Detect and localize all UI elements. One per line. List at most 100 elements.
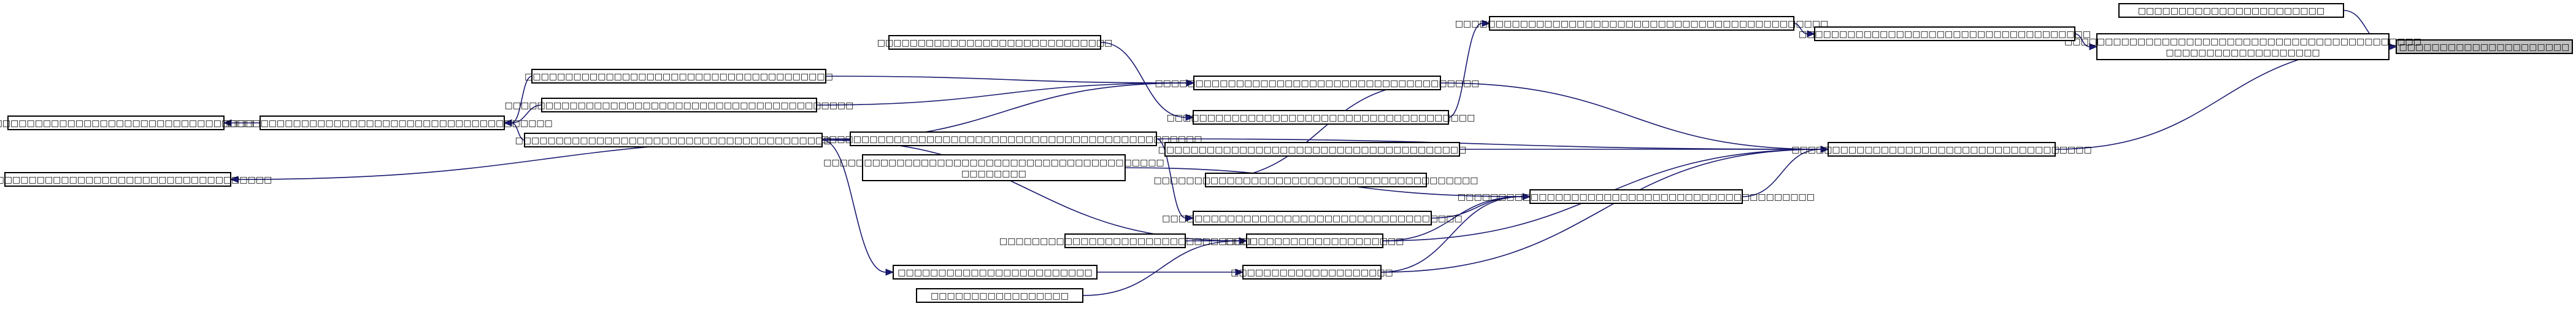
edge-arrowhead [229,176,239,183]
node-label: □□□□□□□□□□□□□□□□□□□□□□□□□□□□□□□□□□□□□□□□… [505,101,854,111]
graph-node[interactable]: □□□□□□□□□□□□□□□□□□□□□ [2396,39,2573,54]
edge-line [1742,149,1821,197]
node-box [916,288,1083,303]
node-label: □□□□□□□□□□□□□□□□□□□□ [1231,268,1393,278]
edge-arrowhead [1186,79,1195,87]
edge-arrowhead [1820,146,1829,153]
graph-node[interactable]: □□□□□□□□□□□□□□□□□□□□□□□□□□□□□□□□□□□□□□□□ [1153,173,1478,187]
edge-line [2055,46,2390,150]
graph-node[interactable]: □□□□□□□□□□□□□□□□□□□□□□□□□□□□□□□□□□□□□ [1791,142,2092,157]
edge-line [1382,196,1523,241]
graph-node[interactable]: □□□□□□□□□□□□□□□□□□□□□□□□□□□□□ [877,35,1113,50]
node-label: □□□□□□□□□□□□□□□□□□□□□□□□□□□□□□□□□□□□□ [1162,214,1462,224]
graph-node[interactable]: □□□□□□□□□□□□□□□□□□□□□□□□□□□□□□□□□□□□□□□ [515,133,832,147]
node-label: □□□□□□□□□□□□□□□□□□□□□□□□□□□□□□□□□□□□□□ [1167,113,1475,123]
node-label: □□□□□□□□□□□□□□□□□□□□□□□□□□□□□□□□□□□□□□□□… [823,158,1164,168]
node-label: □□□□□□□□□□□□□□□□□□□□□□□□□□□□□ [877,38,1113,48]
node-label: □□□□□□□□□□□□□□□□□□□□□□□□□□□□□□□□□□ [0,119,254,128]
node-label: □□□□□□□□□□□□□□□□□□□□□□□□□□□□□□□□□□□□□□□□ [1153,176,1478,186]
node-label: □□□□□□□□□□□□□□□□□□□□□□□ [2138,6,2324,16]
node-label: □□□□□□□□□□□□□□□□□□□□□□□□□□□□□□□□□□□□□□ [525,72,833,82]
graph-node[interactable]: □□□□□□□□□□□□□□□□□□□□□□□□□□□□□□□□□□ [0,115,254,130]
edge-arrowhead [1482,20,1491,27]
edge-line [825,76,1187,84]
edge-line [1156,138,1821,150]
edge-arrowhead [1185,214,1194,222]
graph-edge [1380,193,1531,273]
node-label: □□□□□□□□ [961,169,1026,179]
graph-node[interactable]: □□□□□□□□□□□□□□□□□□□□□□□□□□□□□□□□□□□□□□ [0,172,272,187]
node-box [2396,39,2573,54]
graph-node[interactable]: □□□□□□□□□□□□□□□□□□□□□□□□□□□□□□□□□□□□□ [1162,211,1463,225]
node-box [850,131,1157,146]
node-box [2096,33,2390,60]
graph-edge [821,139,894,276]
graph-node[interactable]: □□□□□□□□□□□□□□□□□□□□□□□□□□□□□□□□□□□□□□ [1158,142,1467,157]
node-label: □□□□□□□□□□□□□□□□□□□□□□□□□□□□□□□□□□□□ [1799,29,2091,39]
edge-line [511,122,525,141]
edge-line [1082,240,1240,296]
edge-arrowhead [223,119,232,127]
edge-line [511,104,542,123]
edge-line [1440,82,1821,150]
node-label: □□□□□□□□□□□□□□□□□□□□□□□□□□□□□□□□□□□□□□ [0,175,272,185]
graph-node[interactable]: □□□□□□□□□□□□□□□□□□□□□□□□□□□□□□□□□□□□□□□□… [505,98,854,112]
graph-edge [1205,79,1442,181]
node-label: □□□□□□□□□□□□□□□□□□□□□□□□□□□□□□□□□□□□□□ [1158,145,1467,155]
node-box [531,69,826,84]
node-box [541,98,817,112]
node-label: □□□□□□□□□□□□□□□□□□□□□□□□□□□□□□□□□□□□□□□ [515,136,832,146]
graph-node[interactable]: □□□□□□□□□□□□□□□□□□□□□□□ [2118,3,2344,18]
graph-node[interactable]: □□□□□□□□□□□□□□□□□□□□□□□□□□□□□□□□□□□□□□□□… [2064,33,2421,60]
graph-node[interactable]: □□□□□□□□□□□□□□□□□□□□ [1231,265,1393,280]
graph-edge [1097,268,1244,276]
graph-edge [2074,33,2098,50]
graph-nodes: □□□□□□□□□□□□□□□□□□□□□□□□□□□□□□□□□□□□□□□□… [0,3,2573,303]
graph-node[interactable]: □□□□□□□□□□□□□□□□□□□□□□□□□□□□□□□□□□□□□□ [525,69,833,84]
node-box [7,115,225,130]
node-box [1193,76,1441,90]
graph-node[interactable]: □□□□□□□□□□□□□□□□□□□□□□ [1225,233,1404,248]
node-label: □□□□□□□□□□□□□□□□□□□□□□□□□□□□□□□□□□□□□□□□ [1155,79,1479,88]
graph-node[interactable]: □□□□□□□□□□□□□□□□□□□□□□□□□□□□□□□□□□□□ [1799,26,2091,41]
graph-edge [223,119,260,127]
edge-arrowhead [1239,237,1248,245]
graph-edge [1100,42,1194,121]
edge-line [1380,149,1821,273]
graph-node[interactable]: □□□□□□□□□□□□□□□□□□□□□□□□□□□□□□□□□□□□□□□□… [1458,189,1815,204]
graph-node[interactable]: □□□□□□□□□□□□□□□□□□□□□□□□□□□□□□□ [999,233,1251,248]
edge-line [1448,23,1483,118]
graph-node[interactable]: □□□□□□□□□□□□□□□□□□□□□□□□□□□□□□□□□□□□□□□□… [823,154,1164,181]
edge-line [821,139,886,273]
node-label: □□□□□□□□□□□□□□□□□□□□□□□□□□□□□□□□□□□□□ [1791,145,2091,155]
node-box [1529,189,1743,204]
node-label: □□□□□□□□□□□□□□□□□□□□□□□□□□□□□□□□□□□□□□□□… [1458,192,1815,202]
node-box [1814,26,2075,41]
node-label: □□□□□□□□□□□□□□□□□ [931,291,1069,301]
edge-line [2074,33,2090,47]
node-box [1064,233,1186,248]
node-label: □□□□□□□□□□□□□□□□□□□□□ [2399,42,2570,52]
edge-arrowhead [1185,114,1194,121]
graph-node[interactable]: □□□□□□□□□□□□□□□□□□□□□□□□□□□□□□□□□□□□□□□□ [1155,76,1480,90]
edge-arrowhead [885,268,894,276]
graph-edge [821,79,1195,141]
graph-node[interactable]: □□□□□□□□□□□□□□□□□□□□□□□□□□□□□□□□□□□□□□□□… [804,131,1202,146]
graph-node[interactable]: □□□□□□□□□□□□□□□□□□□□□□□□□□□□□□□□□□□□□□ [1167,110,1475,125]
graph-node[interactable]: □□□□□□□□□□□□□□□□□□□□□□□□□□□□□□□□□□□□□□□□… [212,115,553,130]
node-label: □□□□□□□□□□□□□□□□□□□□□□□□□□□□□□□□□□□□□□□□… [1455,19,1828,29]
graph-node[interactable]: □□□□□□□□□□□□□□□□□□□□□□□□ [893,265,1098,280]
node-box [1246,233,1383,248]
graph-edge [1448,20,1491,118]
node-label: □□□□□□□□□□□□□□□□□□□□□□□□□□□□□□□□□□□□□□□□… [804,135,1202,144]
graph-edge [816,79,1195,106]
edge-line [1100,42,1186,118]
edge-arrowhead [1522,193,1531,200]
edge-arrowhead [1235,268,1244,276]
graph-node[interactable]: □□□□□□□□□□□□□□□□□□□□□□□□□□□□□□□□□□□□□□□□… [1455,16,1828,31]
graph-node[interactable]: □□□□□□□□□□□□□□□□□ [916,288,1083,303]
node-box [1164,142,1460,157]
edge-line [1156,138,1186,219]
edge-arrowhead [2089,43,2098,50]
